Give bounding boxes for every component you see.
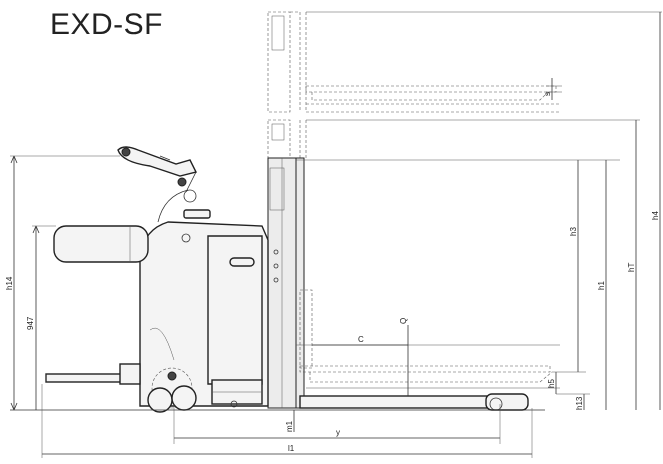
label-l1: l1 [288, 444, 295, 453]
raised-carriage-mid [267, 119, 640, 161]
label-c: C [358, 335, 364, 344]
raised-carriage-top [267, 11, 662, 113]
label-m1: m1 [285, 420, 294, 432]
operator-platform [45, 363, 141, 385]
label-h5: h5 [547, 379, 556, 388]
label-q: Q [399, 318, 408, 324]
label-h13: h13 [575, 396, 584, 410]
label-ht: hT [627, 263, 636, 272]
label-947: 947 [26, 316, 35, 330]
label-h4: h4 [651, 211, 660, 220]
dimension-lines [10, 12, 661, 458]
label-s: s [543, 92, 552, 96]
label-h14: h14 [5, 276, 14, 290]
tiller [117, 146, 211, 223]
side-restraint [53, 225, 149, 263]
truck-body [139, 221, 269, 408]
forks-lowered [296, 344, 560, 389]
drive-wheels [147, 367, 197, 413]
label-h1: h1 [597, 281, 606, 290]
base-legs [299, 393, 529, 411]
label-y: y [336, 428, 340, 437]
label-h3: h3 [569, 227, 578, 236]
model-title: EXD-SF [50, 8, 164, 41]
mast [267, 157, 313, 409]
